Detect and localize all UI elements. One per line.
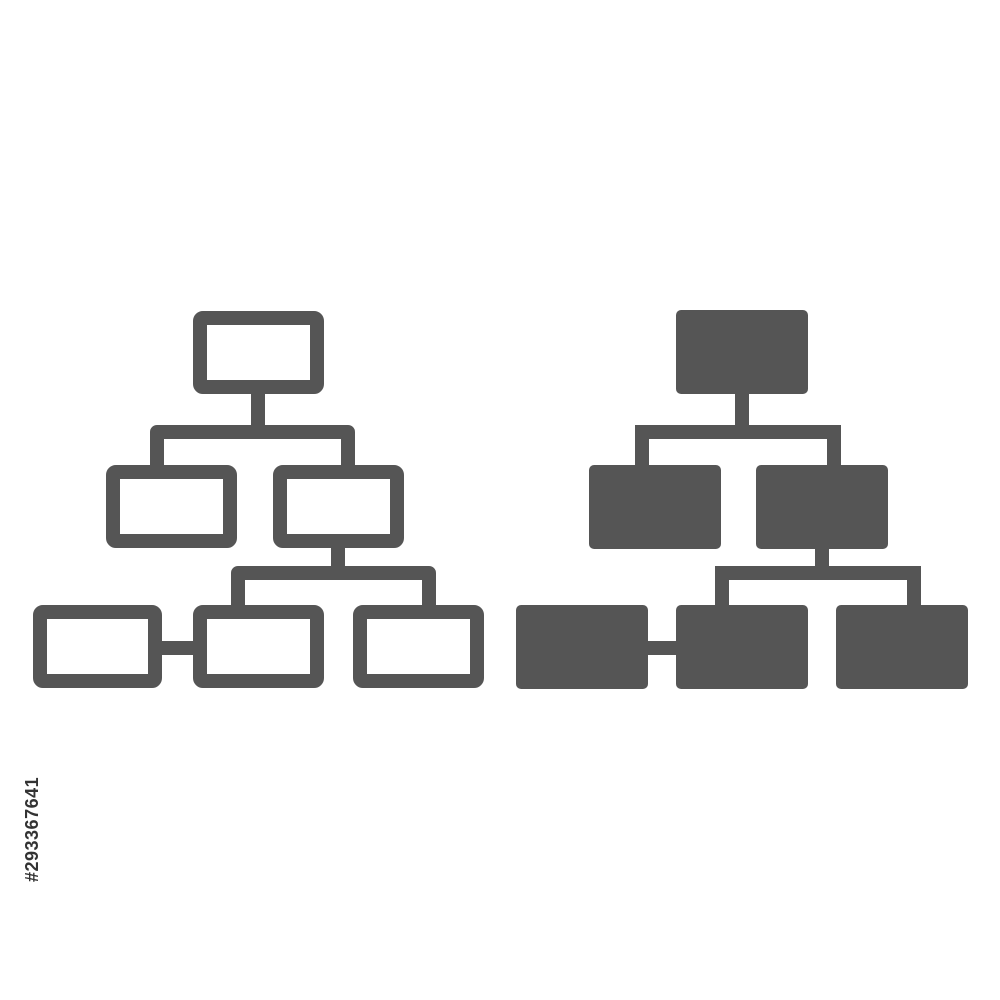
- stock-id-label: #293367641: [22, 776, 42, 882]
- mid-left-node-box: [106, 465, 237, 548]
- hierarchy-glyph-icon: [516, 310, 968, 689]
- solid-connectors: [635, 394, 921, 655]
- bottom-middle-node-block: [676, 605, 808, 689]
- top-node-block: [676, 310, 808, 394]
- bottom-left-node-block: [516, 605, 648, 689]
- top-node-box: [193, 311, 324, 394]
- mid-connector: [231, 541, 436, 612]
- bottom-right-node-box: [353, 605, 484, 688]
- mid-right-node-block: [756, 465, 888, 549]
- mid-left-node-block: [589, 465, 721, 549]
- solid-top-connector: [635, 394, 841, 465]
- mid-right-node-box: [273, 465, 404, 548]
- hierarchy-line-icon: [33, 311, 484, 688]
- bottom-right-node-block: [836, 605, 968, 689]
- bottom-left-node-box: [33, 605, 162, 688]
- bottom-middle-node-box: [193, 605, 324, 688]
- solid-mid-connector: [715, 549, 921, 605]
- top-connector: [150, 387, 355, 472]
